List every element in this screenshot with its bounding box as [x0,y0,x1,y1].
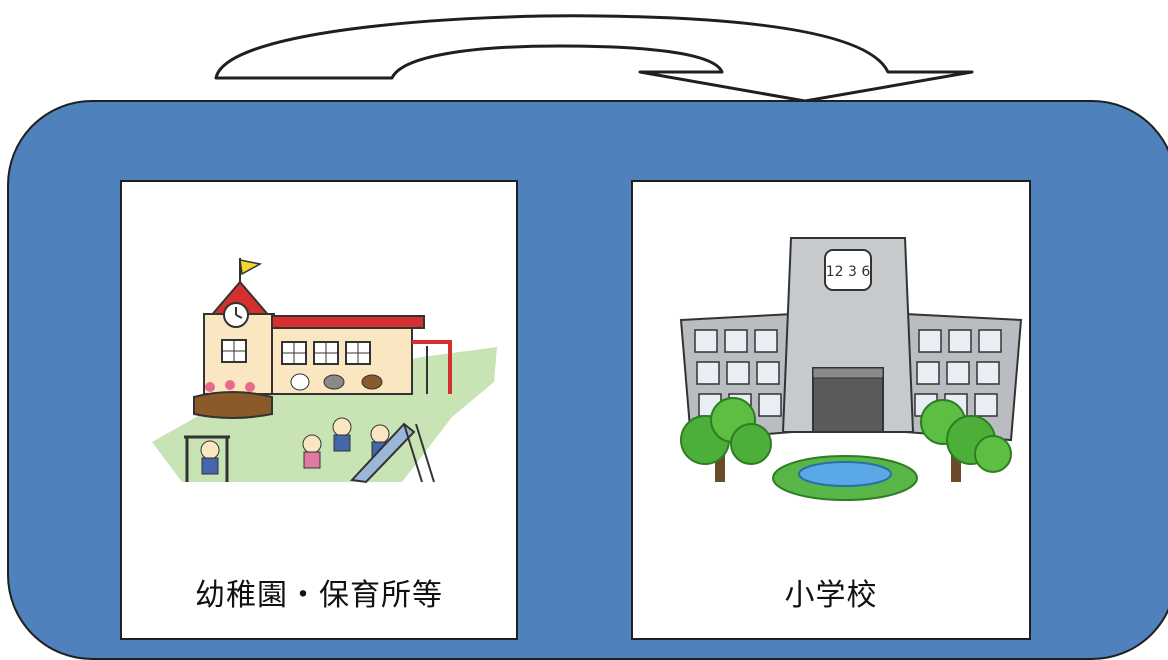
kindergarten-card: 幼稚園・保育所等 [120,180,518,640]
transition-arrow [214,14,974,103]
kindergarten-label: 幼稚園・保育所等 [195,578,443,613]
elementary-school-label: 小学校 [784,578,878,613]
elementary-school-illustration: 12 3 6 [679,237,1023,501]
elementary-school-card: 12 3 6 小学校 [631,180,1031,640]
kindergarten-illustration [152,258,497,484]
svg-text:12 3 6: 12 3 6 [826,264,871,280]
curved-arrow-icon [214,14,974,103]
